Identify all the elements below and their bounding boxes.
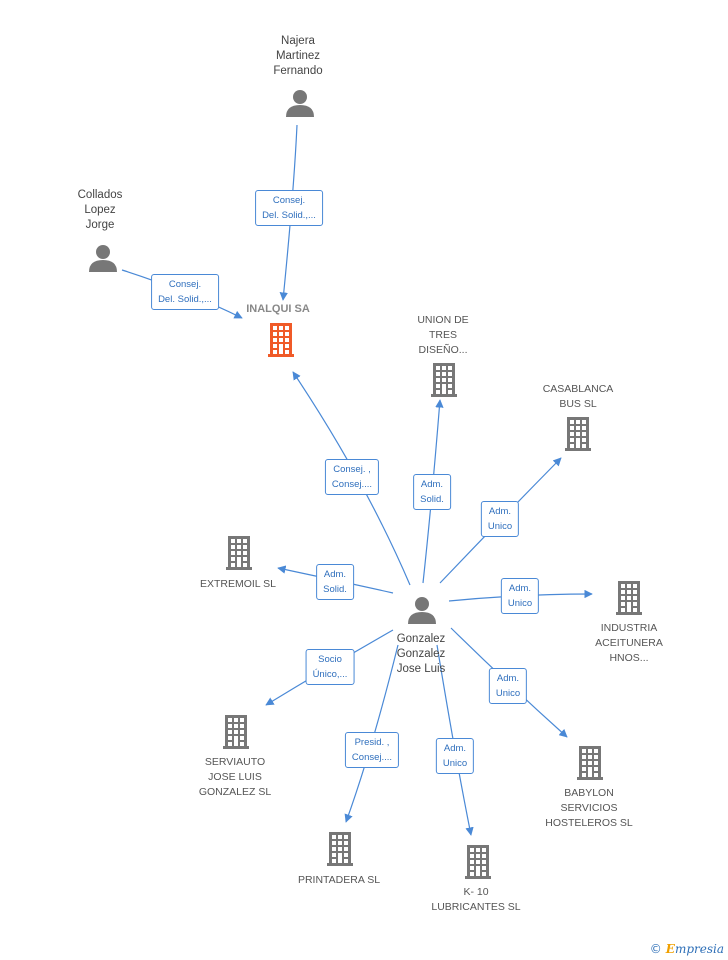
edge-label-line: Adm. [496,673,520,684]
node-label-line: LUBRICANTES SL [431,901,521,913]
edge-label-line: Unico [495,688,521,699]
edge-label-line: Del. Solid.,... [262,210,316,221]
edge-label-gonzalez-casablanca[interactable]: Adm. Unico [480,501,520,537]
building-icon[interactable] [616,581,642,615]
node-label-line: Lopez [84,204,116,216]
building-icon[interactable] [327,832,353,866]
node-label-line: JOSE LUIS [208,771,262,783]
edge-label-najera-inalquisa[interactable]: Consej. Del. Solid.,... [255,190,323,226]
node-label-casablanca[interactable]: CASABLANCA BUS SL [543,382,614,412]
edge-label-line: Solid. [323,584,347,595]
node-label-line: EXTREMOIL SL [199,578,277,590]
node-label-babylon[interactable]: BABYLON SERVICIOS HOSTELEROS SL [545,786,633,831]
building-icon[interactable] [465,845,491,879]
edge-label-line: Adm. [420,479,444,490]
edge-label-line: Consej. , [333,464,371,475]
person-icon[interactable] [89,245,117,272]
node-label-line: UNION DE [417,314,469,326]
building-icon[interactable] [577,746,603,780]
node-label-line: Martinez [275,50,321,62]
edge-label-line: Adm. [443,743,467,754]
node-label-k10[interactable]: K- 10 LUBRICANTES SL [431,885,520,915]
node-label-line: Gonzalez [396,633,446,645]
node-label-serviauto[interactable]: SERVIAUTO JOSE LUIS GONZALEZ SL [199,755,271,800]
edge-label-line: Único,... [312,669,348,680]
node-label-line: Jorge [85,219,115,231]
node-label-extremoil[interactable]: EXTREMOIL SL [200,577,276,592]
building-icon[interactable] [565,417,591,451]
edge-label-line: Adm. [508,583,532,594]
edge-label-line: Adm. [488,506,512,517]
edge-label-line: Presid. , [354,737,390,748]
node-label-line: SERVIAUTO [204,756,266,768]
edge-label-gonzalez-extremoil[interactable]: Adm. Solid. [316,564,354,600]
person-icon[interactable] [408,597,436,624]
brand-initial: E [665,942,675,956]
node-label-line: ACEITUNERA [595,637,663,649]
node-label-line: GONZALEZ SL [198,786,272,798]
node-label-line: INDUSTRIA [600,622,658,634]
edge-label-gonzalez-inalquisa[interactable]: Consej. , Consej.... [324,459,380,495]
edge-label-line: Unico [507,598,533,609]
node-label-line: BUS SL [559,398,597,410]
node-label-industria[interactable]: INDUSTRIA ACEITUNERA HNOS... [595,621,663,666]
building-icon[interactable] [223,715,249,749]
node-label-line: Collados [77,189,123,201]
edge-label-collados-inalquisa[interactable]: Consej. Del. Solid.,... [151,274,219,310]
edge-label-line: Unico [442,758,468,769]
edge-label-line: Consej.... [331,479,373,490]
edge-label-line: Socio [318,654,342,665]
edge-label-gonzalez-babylon[interactable]: Adm. Unico [488,668,528,704]
node-label-line: TRES [428,329,457,341]
person-icon[interactable] [286,90,314,117]
node-label-line: DISEÑO... [418,344,468,356]
edge-label-gonzalez-k10[interactable]: Adm. Unico [435,738,475,774]
node-label-line: HOSTELEROS SL [545,817,633,829]
edge-label-gonzalez-printadera[interactable]: Presid. , Consej.... [344,732,400,768]
node-label-line: HNOS... [609,652,649,664]
node-label-line: SERVICIOS [560,802,618,814]
node-label-line: INALQUI SA [246,303,310,315]
edge-label-line: Consej.... [351,752,393,763]
copyright-symbol: © [649,942,662,956]
empresia-logo: ©Empresia [650,942,724,956]
node-label-line: PRINTADERA SL [297,874,381,886]
building-icon[interactable] [268,323,294,357]
node-label-union[interactable]: UNION DE TRES DISEÑO... [417,313,468,358]
node-label-line: K- 10 [463,886,489,898]
node-label-printadera[interactable]: PRINTADERA SL [298,873,380,888]
building-icon[interactable] [431,363,457,397]
edge-label-gonzalez-industria[interactable]: Adm. Unico [500,578,540,614]
edge-label-line: Consej. [168,279,202,290]
edge-label-line: Solid. [420,494,444,505]
node-label-inalquisa[interactable]: INALQUI SA [246,302,310,317]
node-label-line: Fernando [273,65,323,77]
edge-label-line: Del. Solid.,... [158,294,212,305]
edge-label-line: Adm. [323,569,347,580]
edge-label-line: Unico [487,521,513,532]
node-label-line: CASABLANCA [542,383,614,395]
node-label-line: Gonzalez [396,648,446,660]
brand-name: mpresia [674,942,724,956]
building-icon[interactable] [226,536,252,570]
edge-label-line: Consej. [272,195,306,206]
edge-label-gonzalez-union[interactable]: Adm. Solid. [413,474,451,510]
node-label-line: Najera [281,35,315,47]
node-label-line: BABYLON [564,787,614,799]
node-label-line: Jose Luis [396,663,446,675]
